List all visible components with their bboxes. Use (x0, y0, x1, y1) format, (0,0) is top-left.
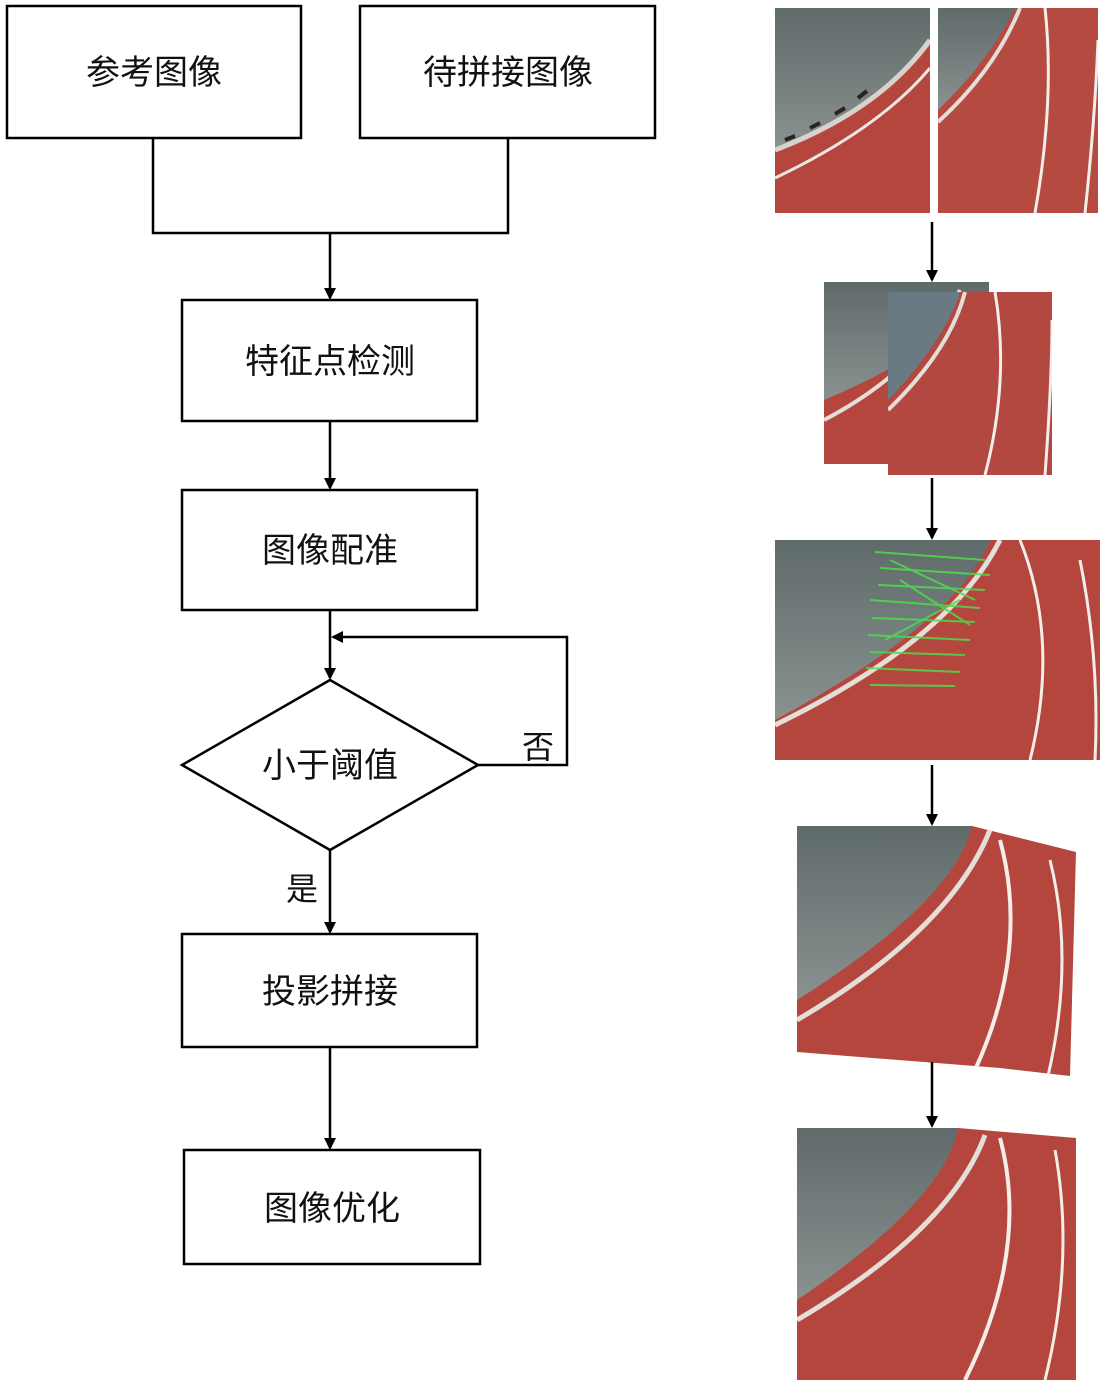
image-to-stitch-label: 待拼接图像 (423, 53, 593, 93)
box-image-registration: 图像配准 (180, 488, 479, 612)
decision-label: 小于阈值 (262, 746, 398, 786)
photo-projected-stitch (797, 826, 1076, 1076)
box-image-to-stitch: 待拼接图像 (358, 4, 657, 140)
reference-image-label: 参考图像 (86, 53, 222, 93)
no-label: 否 (522, 728, 554, 766)
photo-feature-matches (775, 540, 1100, 760)
photo-reference (775, 8, 930, 213)
image-registration-label: 图像配准 (262, 531, 398, 571)
photo-overlap-right (888, 292, 1052, 475)
loop-back-arrow (331, 631, 569, 767)
box-projection-stitching: 投影拼接 (180, 932, 479, 1049)
projection-stitching-label: 投影拼接 (262, 972, 398, 1012)
image-optimization-label: 图像优化 (264, 1189, 400, 1229)
photo-optimized-result (797, 1128, 1076, 1380)
box-image-optimization: 图像优化 (182, 1148, 482, 1266)
decision-threshold: 小于阈值 (179, 678, 481, 852)
feature-detection-label: 特征点检测 (245, 342, 415, 382)
box-feature-detection: 特征点检测 (180, 298, 479, 423)
photo-to-stitch (938, 8, 1098, 213)
merge-connector (151, 138, 510, 235)
yes-label: 是 (286, 870, 318, 908)
box-reference-image: 参考图像 (5, 4, 303, 140)
